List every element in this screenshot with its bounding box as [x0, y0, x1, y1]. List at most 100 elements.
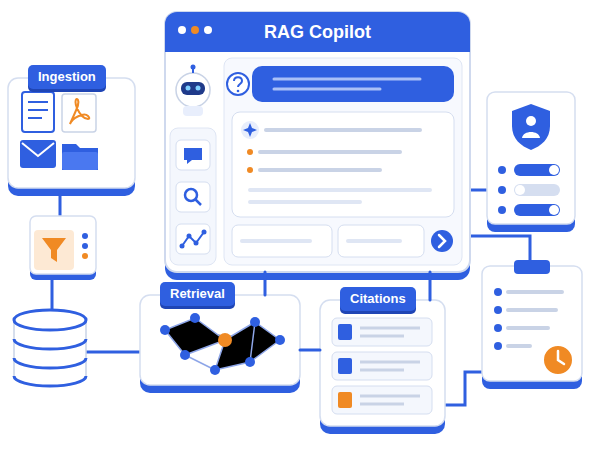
- sidebar: [180, 230, 207, 249]
- chat-panel: [247, 149, 253, 155]
- sidebar: [184, 148, 202, 164]
- robot-avatar: [176, 65, 210, 117]
- sidebar: [182, 232, 204, 246]
- citations-platform: [320, 300, 445, 426]
- email-icon: [20, 140, 56, 168]
- chat-panel: [274, 79, 420, 89]
- citation-row: [332, 318, 432, 346]
- audit-clipboard: [543, 345, 573, 375]
- chat-panel: [232, 225, 332, 257]
- filter-cube: [42, 238, 66, 262]
- security-panel: [498, 166, 506, 174]
- vector-graph: [250, 317, 260, 327]
- citations-platform: [320, 300, 445, 434]
- pdf-icon: [70, 99, 89, 124]
- audit-clipboard: [508, 292, 562, 346]
- chat-panel: [232, 112, 454, 217]
- vector-graph: [160, 313, 285, 375]
- vector-graph: [165, 318, 280, 370]
- folder-icon: [62, 144, 98, 170]
- chat-panel: [431, 230, 453, 252]
- security-panel: [549, 205, 559, 215]
- filter-cube: [82, 253, 88, 259]
- chat-panel: [224, 58, 462, 265]
- filter-cube: [82, 243, 88, 249]
- app-window-frame: [204, 26, 212, 34]
- window-title: RAG Copilot: [165, 20, 470, 44]
- retrieval-stage: Retrieval: [140, 295, 300, 385]
- retrieval-platform: [140, 295, 300, 385]
- chat-panel: [252, 66, 454, 102]
- chat-panel: [266, 128, 420, 132]
- database-cylinder: [14, 310, 86, 330]
- audit-clipboard: [494, 288, 502, 296]
- chat-panel: [227, 73, 249, 95]
- sidebar: [176, 182, 210, 212]
- filter-cube: [34, 230, 74, 270]
- vector-graph: [218, 333, 232, 347]
- connector: [429, 272, 432, 300]
- security-panel: [498, 186, 506, 194]
- audit-clipboard: [482, 260, 582, 389]
- app-window-frame: [191, 26, 199, 34]
- citation-row: [332, 352, 432, 380]
- pipeline-wire: [86, 351, 140, 354]
- chat-panel: [348, 239, 400, 243]
- stage-label: Ingestion: [28, 65, 106, 89]
- audit-clipboard: [558, 351, 564, 364]
- ingestion-platform: [8, 78, 135, 188]
- vector-graph: [210, 365, 220, 375]
- chat-panel: [247, 167, 253, 173]
- audit-clipboard: [494, 306, 502, 314]
- citation-row: [338, 324, 352, 340]
- security-panel: [515, 185, 525, 195]
- sidebar: [187, 234, 192, 239]
- pipeline-wire: [470, 189, 487, 192]
- document-icon: [22, 92, 54, 132]
- robot-avatar: [196, 86, 201, 91]
- database-cylinder: [14, 358, 86, 368]
- email-icon: [22, 143, 54, 156]
- security-panel: [498, 206, 506, 214]
- citation-row: [338, 392, 352, 408]
- stage-label: Retrieval: [160, 282, 235, 306]
- sidebar: [176, 140, 210, 170]
- app-window-frame: [178, 26, 186, 34]
- ingestion-platform: [8, 78, 135, 196]
- vector-graph: [180, 350, 190, 360]
- citation-row: [332, 386, 432, 414]
- chat-panel: [260, 168, 380, 172]
- connector: [264, 272, 267, 295]
- document-icon: [22, 92, 54, 132]
- vector-graph: [190, 313, 200, 323]
- security-panel: [522, 132, 540, 138]
- folder-icon: [62, 144, 98, 170]
- retrieval-platform: [140, 295, 300, 393]
- vector-graph: [245, 357, 255, 367]
- audit-clipboard: [514, 260, 550, 274]
- sidebar: [195, 199, 201, 205]
- security-panel: [487, 92, 575, 224]
- robot-avatar: [191, 65, 196, 70]
- vector-graph: [160, 325, 170, 335]
- robot-avatar: [181, 82, 205, 95]
- chat-panel: [234, 77, 242, 87]
- sidebar: [194, 241, 199, 246]
- connector: [300, 349, 320, 352]
- citation-row: [360, 328, 420, 336]
- citation-row: [360, 396, 420, 404]
- chat-panel: [242, 239, 310, 243]
- app-window: RAG Copilot: [165, 12, 470, 272]
- chat-panel: [260, 150, 400, 154]
- app-window-frame: [165, 12, 470, 52]
- filter-cube: [30, 216, 96, 280]
- filter-cube: [30, 216, 96, 274]
- document-icon: [28, 102, 48, 118]
- sidebar: [170, 128, 216, 265]
- pdf-icon: [62, 94, 96, 132]
- citation-row: [338, 358, 352, 374]
- audit-clipboard: [494, 342, 502, 350]
- citation-row: [360, 362, 420, 370]
- security-panel: [526, 116, 536, 126]
- database-cylinder: [14, 310, 86, 386]
